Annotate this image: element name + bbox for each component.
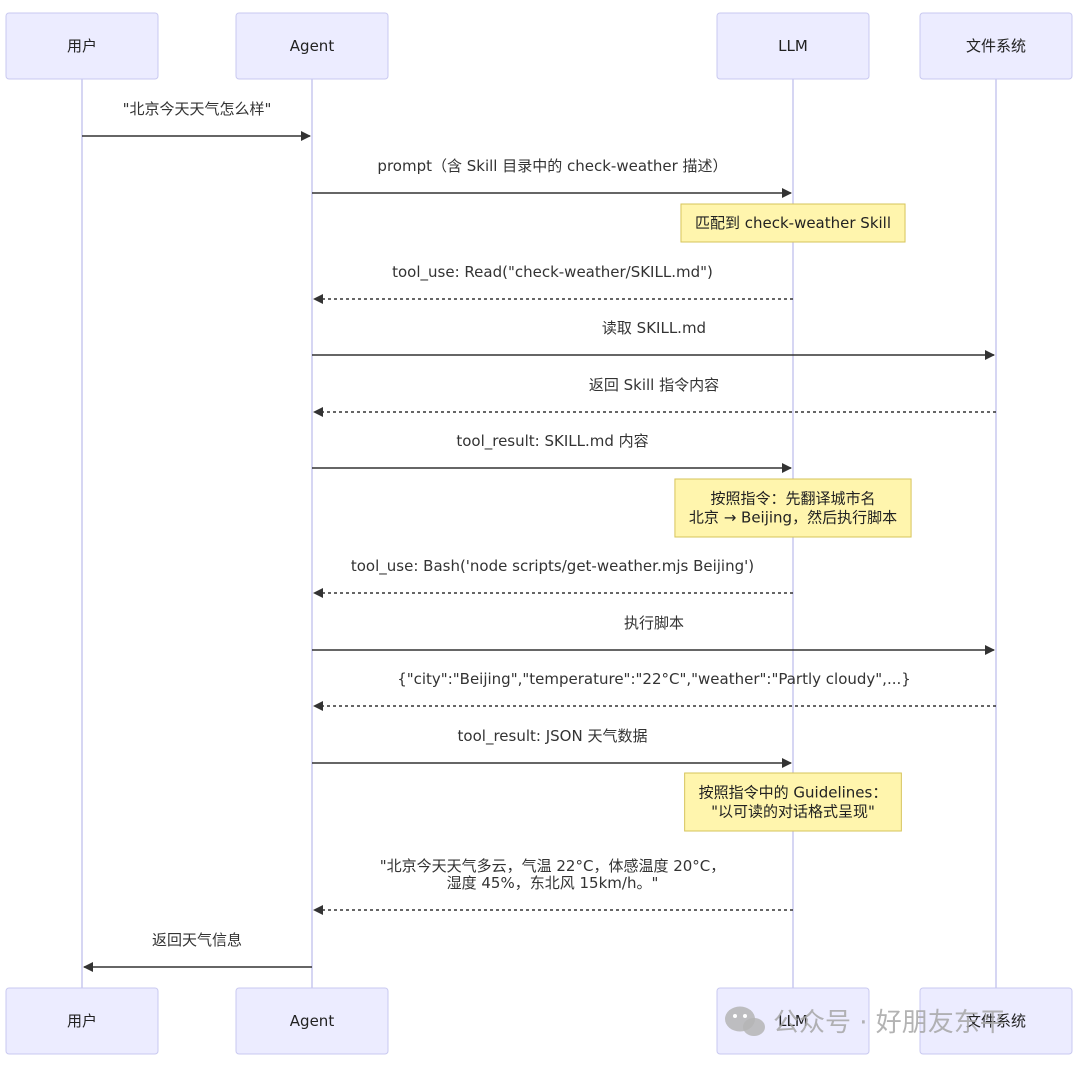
participant-label: LLM bbox=[778, 37, 808, 55]
note-text: 北京 → Beijing，然后执行脚本 bbox=[689, 509, 897, 527]
participant-box bbox=[716, 12, 870, 80]
participant-box bbox=[235, 12, 389, 80]
note-box bbox=[680, 203, 906, 243]
message-13: "北京今天天气多云，气温 22°C，体感温度 20°C，湿度 45%，东北风 1… bbox=[313, 857, 793, 915]
participant-box bbox=[716, 987, 870, 1055]
message-label: 执行脚本 bbox=[624, 614, 684, 632]
participant-fs-bottom: 文件系统 bbox=[919, 987, 1073, 1055]
note-text: "以可读的对话格式呈现" bbox=[711, 803, 875, 821]
participant-box bbox=[5, 987, 159, 1055]
participant-llm-top: LLM bbox=[716, 12, 870, 80]
message-6: tool_result: SKILL.md 内容 bbox=[312, 432, 792, 473]
note-text: 按照指令中的 Guidelines： bbox=[699, 784, 888, 802]
watermark-text: 公众号 · 好朋友东平 bbox=[773, 1008, 1006, 1038]
note-12: 按照指令中的 Guidelines："以可读的对话格式呈现" bbox=[684, 772, 902, 832]
participant-box bbox=[919, 12, 1073, 80]
message-3: tool_use: Read("check-weather/SKILL.md") bbox=[313, 263, 793, 304]
participant-box bbox=[919, 987, 1073, 1055]
message-label: 返回 Skill 指令内容 bbox=[589, 376, 719, 394]
message-0: "北京今天天气怎么样" bbox=[82, 100, 311, 141]
messages: "北京今天天气怎么样" prompt（含 Skill 目录中的 check-wea… bbox=[82, 100, 996, 972]
message-10: {"city":"Beijing","temperature":"22°C","… bbox=[313, 670, 996, 711]
wechat-icon bbox=[725, 1006, 765, 1036]
note-box bbox=[684, 772, 902, 832]
participant-label: 文件系统 bbox=[966, 1012, 1026, 1030]
message-label: "北京今天天气怎么样" bbox=[123, 100, 272, 118]
message-label: 读取 SKILL.md bbox=[602, 319, 706, 337]
message-5: 返回 Skill 指令内容 bbox=[313, 376, 996, 417]
message-label: tool_use: Bash('node scripts/get-weather… bbox=[351, 557, 754, 576]
message-9: 执行脚本 bbox=[312, 614, 995, 655]
participant-agent-bottom: Agent bbox=[235, 987, 389, 1055]
message-label: "北京今天天气多云，气温 22°C，体感温度 20°C， bbox=[380, 857, 726, 875]
message-label: tool_result: SKILL.md 内容 bbox=[456, 432, 648, 451]
note-text: 按照指令：先翻译城市名 bbox=[710, 490, 875, 508]
message-11: tool_result: JSON 天气数据 bbox=[312, 727, 792, 768]
participant-box bbox=[5, 12, 159, 80]
message-8: tool_use: Bash('node scripts/get-weather… bbox=[313, 557, 793, 598]
participant-llm-bottom: LLM bbox=[716, 987, 870, 1055]
message-label: 返回天气信息 bbox=[152, 931, 242, 949]
message-label: tool_result: JSON 天气数据 bbox=[458, 727, 648, 746]
message-label: tool_use: Read("check-weather/SKILL.md") bbox=[392, 263, 713, 282]
watermark: 公众号 · 好朋友东平 bbox=[725, 1006, 1006, 1038]
participant-label: Agent bbox=[290, 1012, 335, 1030]
message-label: {"city":"Beijing","temperature":"22°C","… bbox=[397, 670, 911, 688]
participant-label: 用户 bbox=[67, 37, 97, 55]
message-label: 湿度 45%，东北风 15km/h。" bbox=[447, 874, 659, 892]
message-label: prompt（含 Skill 目录中的 check-weather 描述） bbox=[377, 157, 727, 175]
participant-agent-top: Agent bbox=[235, 12, 389, 80]
participant-label: 用户 bbox=[67, 1012, 97, 1030]
participant-label: LLM bbox=[778, 1012, 808, 1030]
participant-user-bottom: 用户 bbox=[5, 987, 159, 1055]
message-14: 返回天气信息 bbox=[83, 931, 312, 972]
message-1: prompt（含 Skill 目录中的 check-weather 描述） bbox=[312, 157, 792, 198]
note-2: 匹配到 check-weather Skill bbox=[680, 203, 906, 243]
participant-box bbox=[235, 987, 389, 1055]
participant-fs-top: 文件系统 bbox=[919, 12, 1073, 80]
note-box bbox=[674, 478, 912, 538]
note-text: 匹配到 check-weather Skill bbox=[695, 214, 891, 232]
message-4: 读取 SKILL.md bbox=[312, 319, 995, 360]
participant-label: 文件系统 bbox=[966, 37, 1026, 55]
participant-label: Agent bbox=[290, 37, 335, 55]
participant-user-top: 用户 bbox=[5, 12, 159, 80]
